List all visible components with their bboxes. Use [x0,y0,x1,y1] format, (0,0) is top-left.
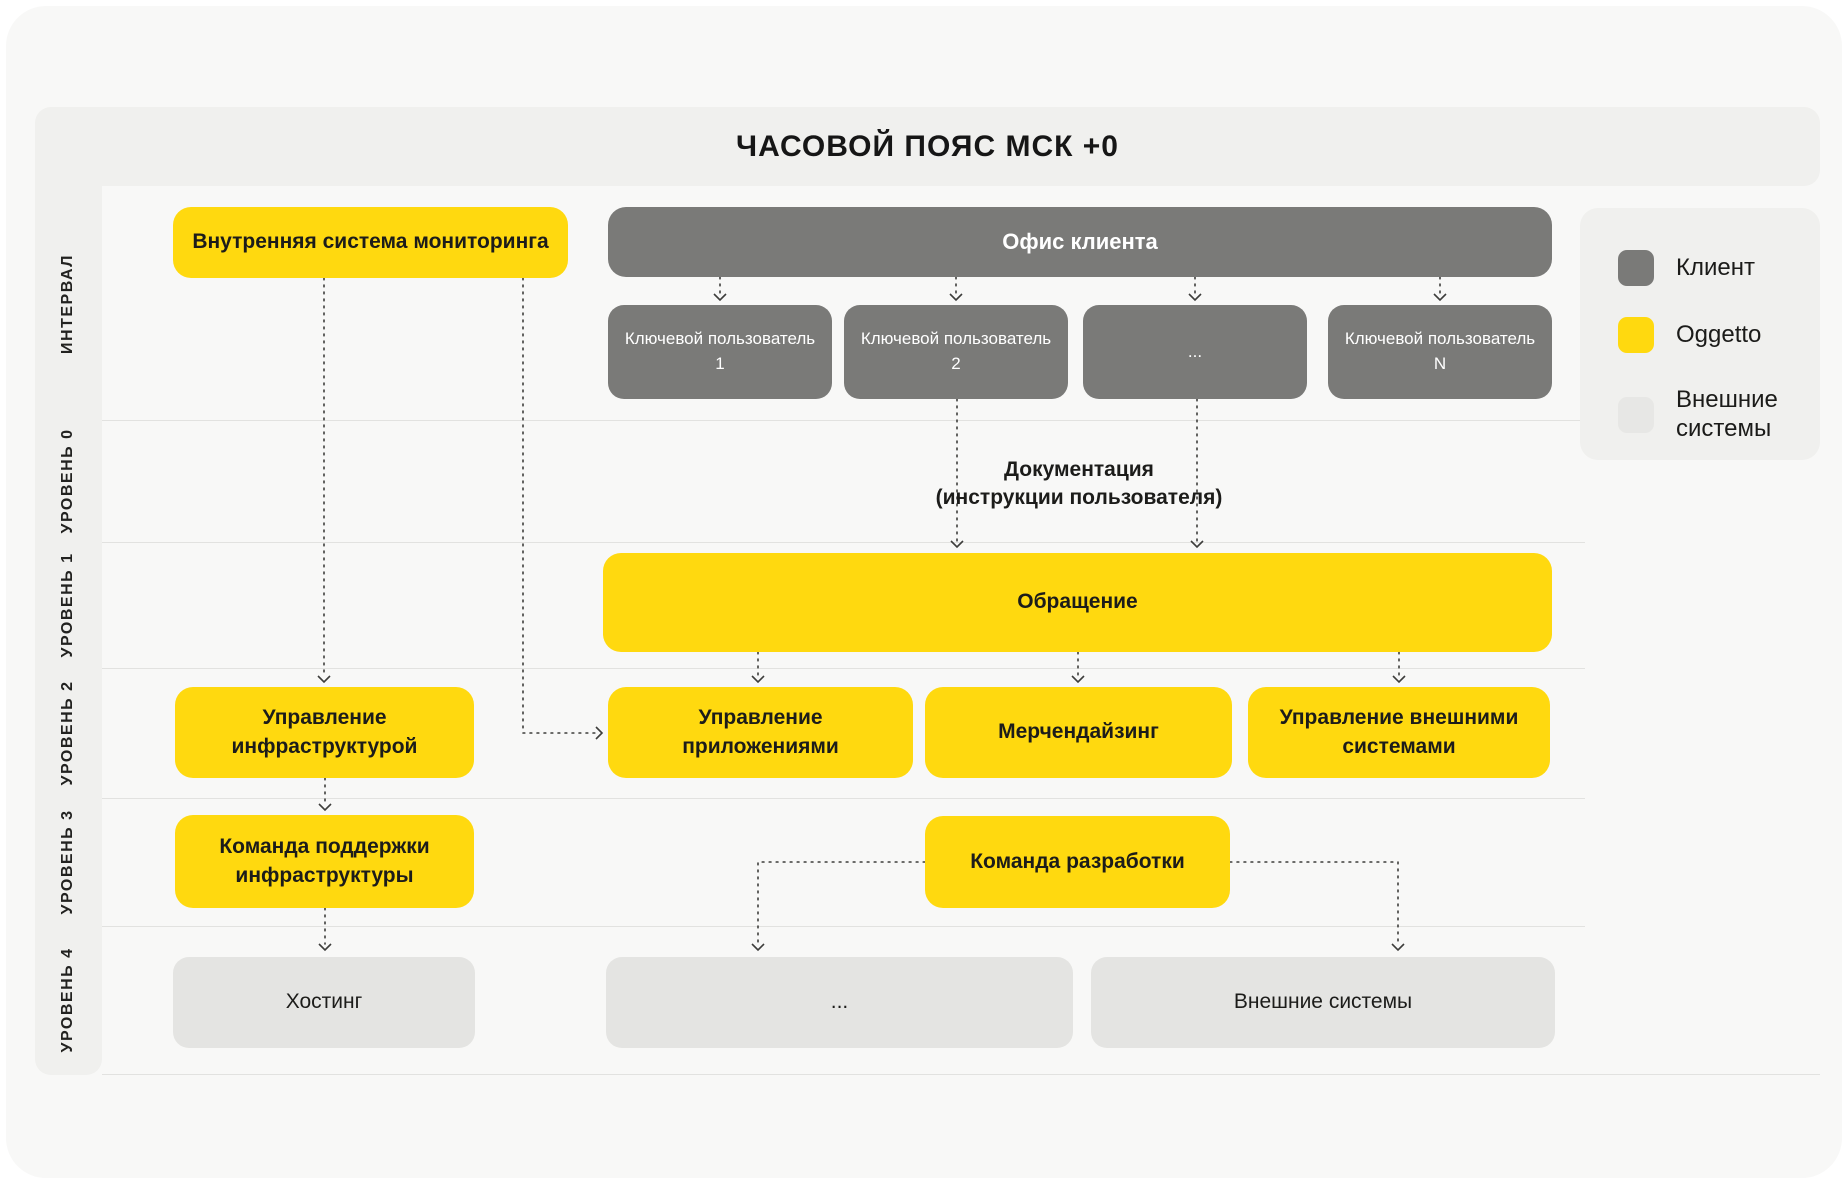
row-divider [102,926,1585,927]
node-merchandising: Мерчендайзинг [925,687,1232,778]
legend-label-oggetto: Oggetto [1676,320,1762,348]
node-internal-monitoring-system: Внутренняя система мониторинга [173,207,568,278]
level-sidebar [35,186,102,1075]
node-infrastructure-management: Управление инфраструктурой [175,687,474,778]
row-divider [102,798,1585,799]
node-level4-dots: ... [606,957,1073,1048]
node-hosting: Хостинг [173,957,475,1048]
node-request: Обращение [603,553,1552,652]
node-key-user-dots: ... [1083,305,1307,399]
node-external-systems: Внешние системы [1091,957,1555,1048]
external-systems-color-swatch [1618,396,1654,433]
node-external-systems-management: Управление внешними системами [1248,687,1550,778]
node-application-management: Управление приложениями [608,687,913,778]
legend-label-external-systems: Внешние системы [1676,386,1778,442]
legend-item-external-systems: Внешние системы [1618,386,1808,444]
row-divider [102,542,1585,543]
sidebar-label-level-3: УРОВЕНЬ 3 [59,809,76,915]
row-divider [102,668,1585,669]
node-infrastructure-support-team: Команда поддержки инфраструктуры [175,815,474,908]
node-key-user-2: Ключевой пользователь 2 [844,305,1068,399]
sidebar-label-level-4: УРОВЕНЬ 4 [59,947,76,1053]
documentation-line-2: (инструкции пользователя) [935,486,1223,510]
node-key-user-1: Ключевой пользователь 1 [608,305,832,399]
page-title: ЧАСОВОЙ ПОЯС МСК +0 [736,129,1119,163]
sidebar-label-level-1: УРОВЕНЬ 1 [59,552,76,658]
legend-item-client: Клиент [1618,250,1755,286]
oggetto-color-swatch [1618,317,1654,353]
node-client-office: Офис клиента [608,207,1552,277]
node-development-team: Команда разработки [925,816,1230,908]
sidebar-label-level-0: УРОВЕНЬ 0 [59,428,76,534]
documentation-note: Документация (инструкции пользователя) [879,456,1279,513]
documentation-line-1: Документация [1004,458,1154,481]
sidebar-label-interval: ИНТЕРВАЛ [59,254,76,354]
sidebar-label-level-2: УРОВЕНЬ 2 [59,680,76,786]
row-divider [102,420,1585,421]
client-color-swatch [1618,250,1654,286]
legend-item-oggetto: Oggetto [1618,317,1761,353]
header-bar: ЧАСОВОЙ ПОЯС МСК +0 [35,107,1820,186]
rows-bottom-divider [102,1074,1820,1075]
node-key-user-n: Ключевой пользователь N [1328,305,1552,399]
legend-label-client: Клиент [1676,253,1755,281]
legend: Клиент Oggetto Внешние системы [1580,208,1820,460]
